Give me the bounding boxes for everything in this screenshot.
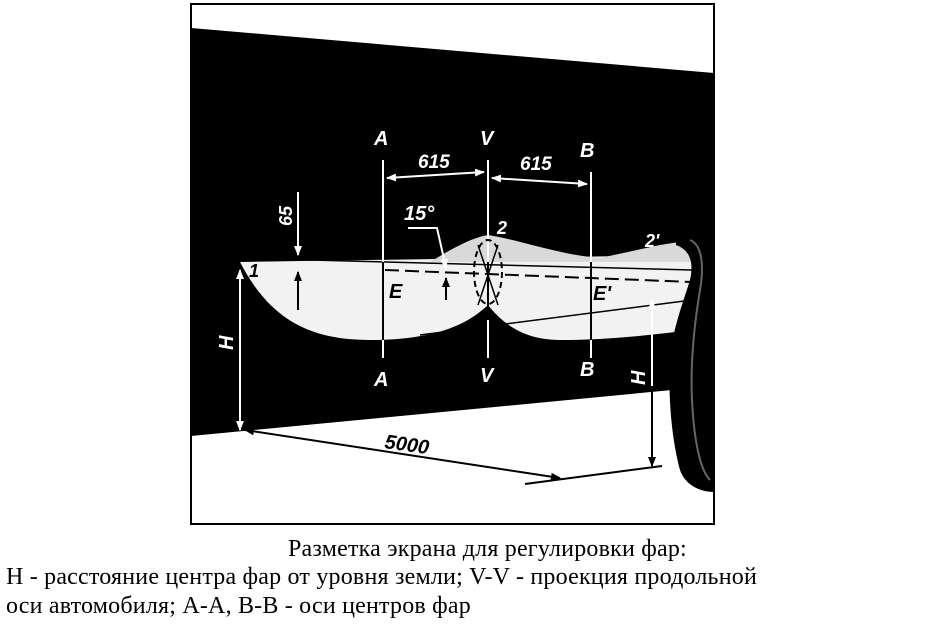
beam-pattern <box>240 255 692 340</box>
dim-615-right-label: 615 <box>520 154 552 175</box>
axis-a-bottom-label: A <box>373 369 388 391</box>
height-left-label: H <box>216 335 238 350</box>
center-ellipse <box>473 239 503 305</box>
headlight-screen-diagram: A V B A V B 615 615 65 15° 1 2 2' E E' H… <box>190 3 715 525</box>
cutoff-line-low <box>419 299 693 336</box>
dim-615-left-line <box>386 168 485 182</box>
car-highlight <box>689 239 711 481</box>
height-right-label: H <box>628 370 650 385</box>
angle-leader <box>408 227 448 269</box>
axis-a-top-label: A <box>373 128 388 150</box>
caption-line-2: оси автомобиля; A-A, B-B - оси центров ф… <box>6 593 471 619</box>
point-1-label: 1 <box>249 261 259 281</box>
caption-line-1: H - расстояние центра фар от уровня земл… <box>6 564 757 590</box>
x-mark-2 <box>477 244 499 306</box>
angle-label: 15° <box>404 203 435 225</box>
axis-v-top-label: V <box>480 128 495 150</box>
point-2-label: 2 <box>496 218 507 238</box>
point-2prime-label: 2' <box>644 231 660 251</box>
cutoff-line-main <box>232 257 693 271</box>
point-e-label: E <box>389 281 403 303</box>
beam-pattern-upper <box>430 235 692 262</box>
cutoff-dashed-line <box>384 269 693 283</box>
point-e-prime-label: E' <box>593 283 612 305</box>
caption-title: Разметка экрана для регулировки фар: <box>288 536 687 562</box>
axis-b-bottom-label: B <box>580 359 594 381</box>
axis-v-bottom-label: V <box>480 365 495 387</box>
dim-65-label: 65 <box>276 205 296 226</box>
ground-line-right <box>524 465 663 485</box>
axis-b-top-label: B <box>580 140 594 162</box>
distance-line <box>244 427 561 481</box>
dim-615-left-label: 615 <box>418 152 450 173</box>
dim-615-right-line <box>491 174 588 188</box>
